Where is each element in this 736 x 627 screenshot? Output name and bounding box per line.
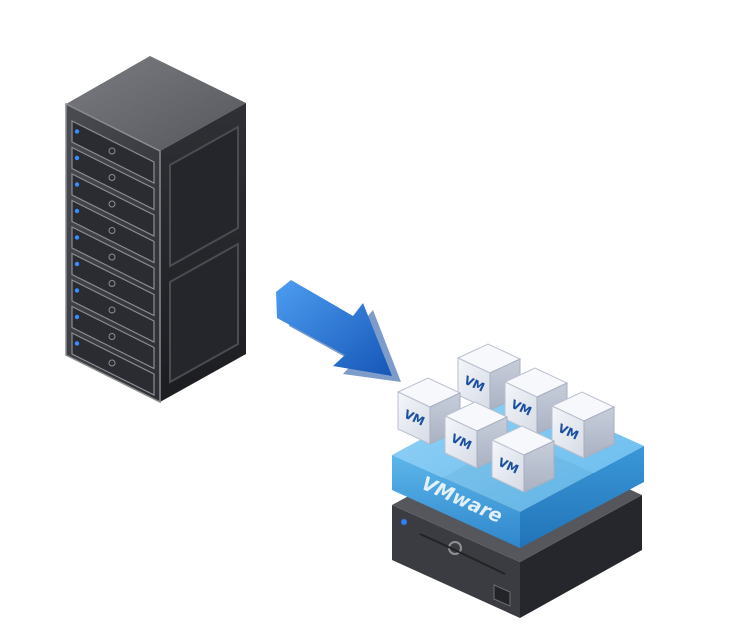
arrow-icon bbox=[276, 280, 392, 376]
rack-frame bbox=[65, 102, 161, 404]
status-led-icon bbox=[74, 155, 80, 161]
status-led-icon bbox=[74, 261, 80, 267]
vm-cube: VM bbox=[550, 391, 616, 459]
rack-drive-bay bbox=[71, 120, 155, 184]
physical-rack-server bbox=[65, 56, 246, 404]
status-led-icon bbox=[74, 341, 80, 346]
rack-drive-bays bbox=[71, 120, 155, 396]
host-base-port bbox=[493, 584, 511, 607]
rack-top-face bbox=[66, 56, 246, 151]
status-led-icon bbox=[74, 235, 80, 240]
rack-side-panel bbox=[169, 125, 239, 268]
rack-drive-bay bbox=[71, 305, 155, 370]
vmware-layer-front bbox=[392, 455, 520, 548]
power-led-icon bbox=[401, 519, 407, 525]
rack-drive-bay bbox=[71, 226, 155, 290]
migration-arrow bbox=[276, 280, 401, 382]
status-led-icon bbox=[74, 129, 80, 134]
status-led-icon bbox=[74, 182, 80, 187]
host-base-front bbox=[392, 505, 520, 618]
vm-cube: VM bbox=[490, 425, 556, 493]
status-led-icon bbox=[74, 314, 80, 320]
rack-side-panel bbox=[169, 242, 239, 384]
vmware-layer-side bbox=[520, 446, 644, 548]
rack-drive-bay bbox=[71, 199, 155, 264]
rack-drive-bay bbox=[71, 146, 155, 211]
status-led-icon bbox=[74, 288, 80, 293]
rack-drive-bay bbox=[71, 173, 155, 237]
rack-drive-bay bbox=[71, 332, 155, 396]
status-led-icon bbox=[74, 208, 80, 214]
rack-drive-bay bbox=[71, 252, 155, 317]
host-base-side bbox=[520, 495, 642, 618]
rack-drive-bay bbox=[71, 279, 155, 343]
host-base-slot bbox=[419, 533, 506, 575]
